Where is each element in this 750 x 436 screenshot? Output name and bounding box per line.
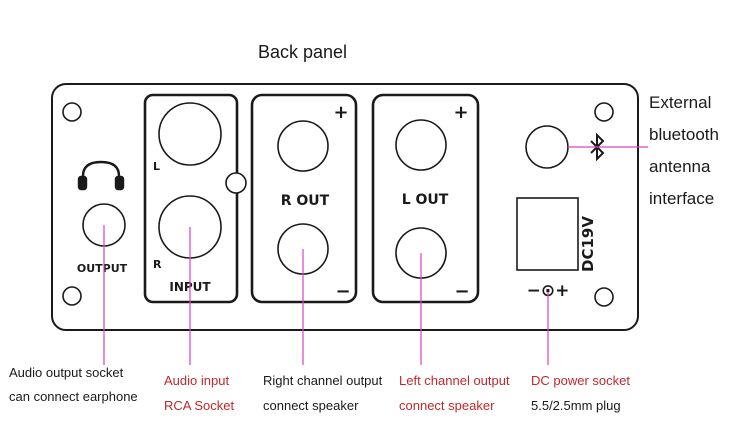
left-channel-callout-line-1: Left channel output [399,373,510,388]
leader-lines [103,146,648,365]
antenna-callout-line-1: External [649,93,711,112]
dc-polarity-label: −⊙+ [527,281,570,301]
input-left-marker: L [153,160,160,173]
input-block [143,93,239,304]
l-out-minus: − [454,281,469,302]
l-out-positive-post [395,119,447,171]
headphone-icon [77,160,125,191]
l-out-label: L OUT [402,192,449,208]
r-out-block [250,93,358,304]
antenna-callout-line-3: antenna [649,157,711,176]
mounting-hole-bottom-left [62,286,82,306]
left-channel-callout-line-2: connect speaker [399,398,495,413]
dc-voltage-label: DC19V [579,216,597,272]
l-out-block [371,93,480,304]
input-right-marker: R [153,258,162,271]
audio-input-callout-line-1: Audio input [164,373,229,388]
panel-outline [51,83,639,331]
bluetooth-antenna-socket [525,125,569,169]
l-out-plus: + [453,102,468,123]
output-label: OUTPUT [77,262,128,275]
r-out-label: R OUT [281,193,330,209]
dc-power-socket [516,197,579,271]
antenna-callout-line-4: interface [649,189,714,208]
mounting-hole-top-left [62,102,82,122]
audio-output-callout-line-1: Audio output socket [9,365,124,380]
diagram-title: Back panel [258,42,347,62]
dc-power-callout-line-1: DC power socket [531,373,630,388]
rca-socket-left [158,102,222,166]
r-out-plus: + [333,102,348,123]
audio-output-callout-line-2: can connect earphone [9,389,138,404]
mounting-hole-bottom-right [594,287,614,307]
right-channel-callout-line-2: connect speaker [263,398,359,413]
r-out-minus: − [335,281,350,302]
r-out-positive-post [277,120,329,172]
audio-input-callout-line-2: RCA Socket [164,398,234,413]
dc-power-callout-line-2: 5.5/2.5mm plug [531,398,621,413]
mounting-hole-top-right [594,102,614,122]
antenna-callout-line-2: bluetooth [649,125,719,144]
right-channel-callout-line-1: Right channel output [263,373,383,388]
ground-screw [225,172,247,194]
